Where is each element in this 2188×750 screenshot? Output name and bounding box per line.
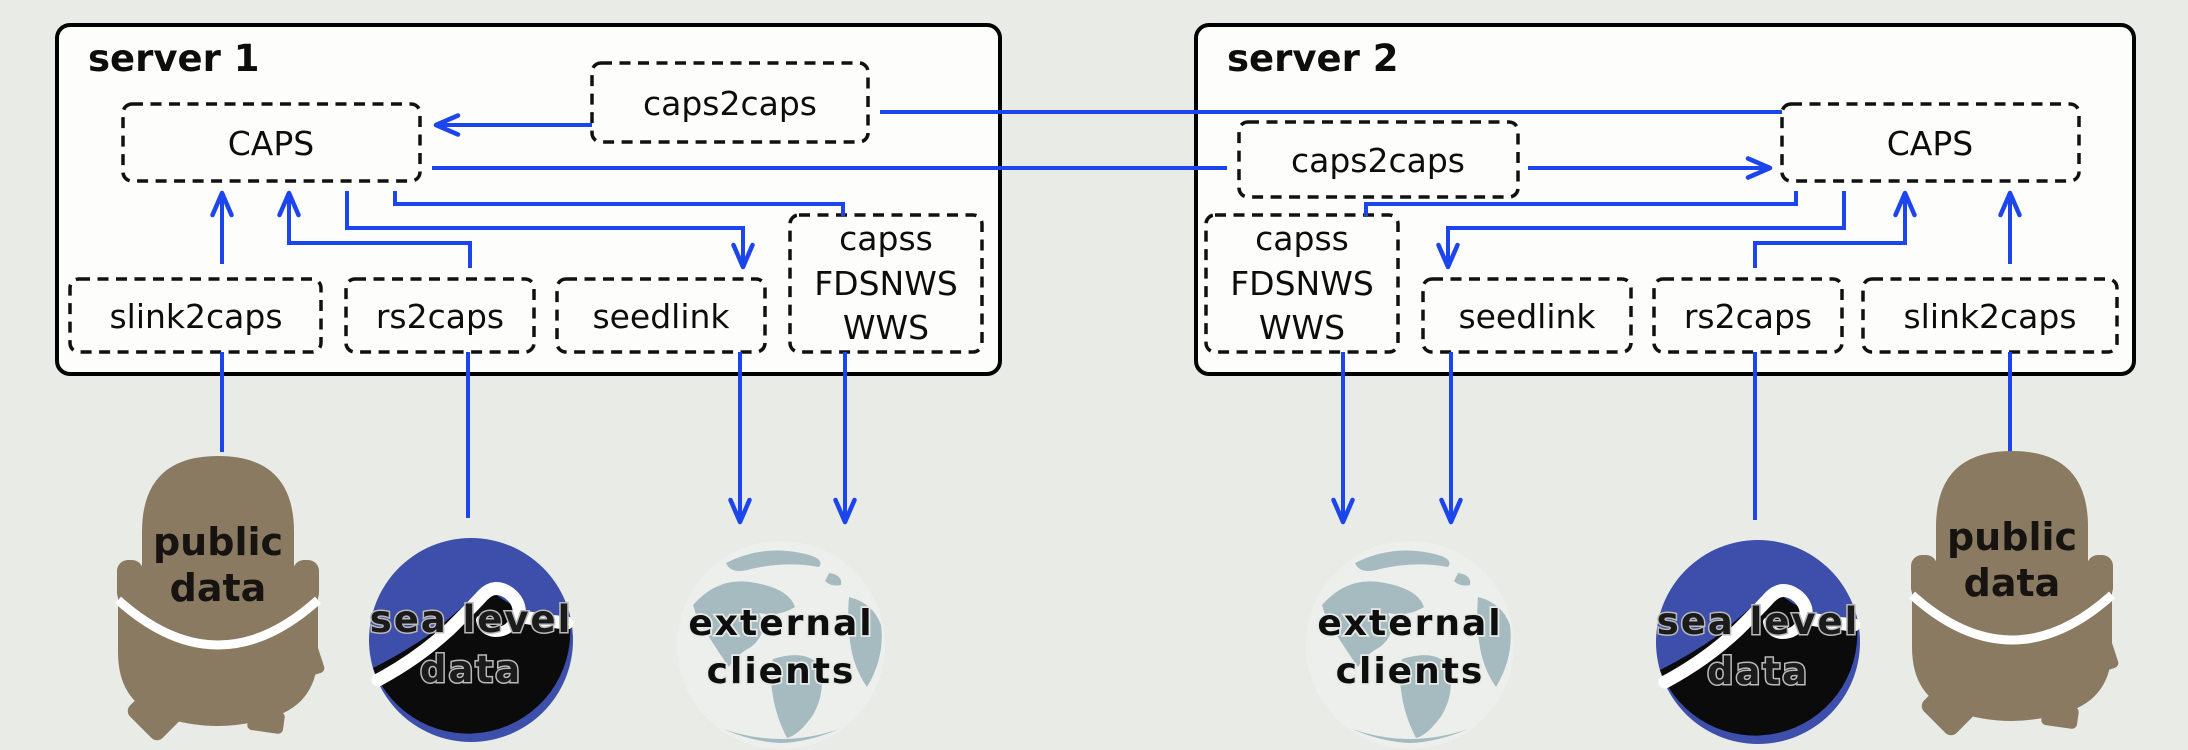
capss-label-line3-server1: WWS — [843, 308, 929, 347]
sea-level-label-1-line2: data — [420, 648, 522, 691]
seedlink-box-server1 — [555, 277, 767, 354]
caps-box-server1 — [121, 102, 422, 183]
globe-icon — [1306, 541, 1514, 749]
node-slink2caps-server1: slink2caps — [68, 277, 323, 354]
seismometer-icon — [1911, 451, 2119, 736]
seismometer-icon — [117, 456, 325, 741]
node-rs2caps-server1: rs2caps — [344, 277, 536, 354]
wave-shape — [373, 590, 571, 734]
caps2caps-box-server1 — [590, 61, 870, 144]
seedlink-label-server2: seedlink — [1458, 297, 1596, 336]
sea-level-data-icon-2: sea level data — [1655, 540, 1861, 744]
node-caps2caps-server1: caps2caps — [590, 61, 870, 144]
rs2caps-label-server2: rs2caps — [1684, 297, 1812, 336]
capss-label-line2-server1: FDSNWS — [814, 264, 958, 303]
capss-label-line3-server2: WWS — [1259, 308, 1345, 347]
wave-curl — [476, 609, 520, 638]
arrow-rs2caps-to-caps-server2 — [1753, 190, 1917, 268]
public-data-label-1-line2: data — [170, 566, 267, 610]
caps-label-server2: CAPS — [1887, 124, 1973, 163]
node-slink2caps-server2: slink2caps — [1861, 277, 2119, 354]
external-clients-label-1-line2: clients — [707, 651, 856, 692]
capss-label-line1-server1: capss — [839, 219, 933, 258]
seismometer-band — [1908, 591, 2116, 645]
seismometer-band — [114, 596, 322, 650]
slink2caps-label-server2: slink2caps — [1903, 297, 2076, 336]
node-caps-server2: CAPS — [1780, 102, 2081, 183]
seedlink-box-server2 — [1421, 277, 1633, 354]
rs2caps-label-server1: rs2caps — [376, 297, 504, 336]
arrow-caps-to-seedlink-server1 — [345, 191, 755, 270]
public-data-icon-1: public data — [114, 456, 325, 741]
line-caps-to-capss-server2 — [1364, 191, 1798, 216]
arrow-rs2caps-to-caps-server1 — [277, 190, 472, 268]
arrow-caps-to-seedlink-server2 — [1436, 191, 1846, 270]
wave-crest — [1658, 584, 1861, 689]
public-data-label-1-line1: public — [153, 520, 283, 564]
node-seedlink-server1: seedlink — [555, 277, 767, 354]
caps-label-server1: CAPS — [228, 124, 314, 163]
node-capss-server2: capss FDSNWS WWS — [1204, 213, 1400, 354]
sea-level-label-1-line1: sea level — [370, 598, 573, 641]
server1-title: server 1 — [88, 37, 259, 80]
wave-crest — [371, 582, 574, 687]
caps2caps-label-server2: caps2caps — [1291, 141, 1465, 180]
capss-label-line1-server2: capss — [1255, 219, 1349, 258]
external-clients-label-2-line2: clients — [1336, 651, 1485, 692]
wave-shape — [1660, 592, 1858, 736]
slink2caps-label-server1: slink2caps — [109, 297, 282, 336]
external-clients-icon-2: external clients — [1306, 541, 1514, 749]
connectors — [210, 110, 2022, 525]
capss-label-line2-server2: FDSNWS — [1230, 264, 1374, 303]
external-clients-icon-1: external clients — [677, 541, 885, 749]
sea-level-data-icon-1: sea level data — [368, 538, 574, 742]
caps2caps-box-server2 — [1237, 120, 1520, 199]
external-clients-label-1-line1: external — [688, 603, 873, 644]
line-caps-to-capss-server1 — [393, 191, 845, 216]
seedlink-label-server1: seedlink — [592, 297, 730, 336]
sea-level-label-2-line2: data — [1707, 650, 1809, 693]
public-data-icon-2: public data — [1908, 451, 2119, 736]
caps2caps-label-server1: caps2caps — [643, 84, 817, 123]
node-capss-server1: capss FDSNWS WWS — [788, 213, 984, 354]
external-clients-label-2-line1: external — [1317, 603, 1502, 644]
capss-box-server2 — [1204, 213, 1400, 354]
capss-box-server1 — [788, 213, 984, 354]
caps-box-server2 — [1780, 102, 2081, 183]
rs2caps-box-server1 — [344, 277, 536, 354]
server2-title: server 2 — [1227, 37, 1398, 80]
node-rs2caps-server2: rs2caps — [1652, 277, 1844, 354]
node-caps2caps-server2: caps2caps — [1237, 120, 1520, 199]
globe-icon — [677, 541, 885, 749]
wave-curl — [1763, 611, 1807, 640]
server2-group: server 2 CAPS caps2caps capss FDSNWS WWS… — [1194, 23, 2136, 376]
slink2caps-box-server2 — [1861, 277, 2119, 354]
slink2caps-box-server1 — [68, 277, 323, 354]
public-data-label-2-line2: data — [1964, 561, 2061, 605]
node-seedlink-server2: seedlink — [1421, 277, 1633, 354]
server1-group: server 1 CAPS caps2caps slink2caps rs2ca… — [55, 23, 1002, 376]
sea-level-label-2-line1: sea level — [1657, 600, 1860, 643]
node-caps-server1: CAPS — [121, 102, 422, 183]
rs2caps-box-server2 — [1652, 277, 1844, 354]
public-data-label-2-line1: public — [1947, 515, 2077, 559]
